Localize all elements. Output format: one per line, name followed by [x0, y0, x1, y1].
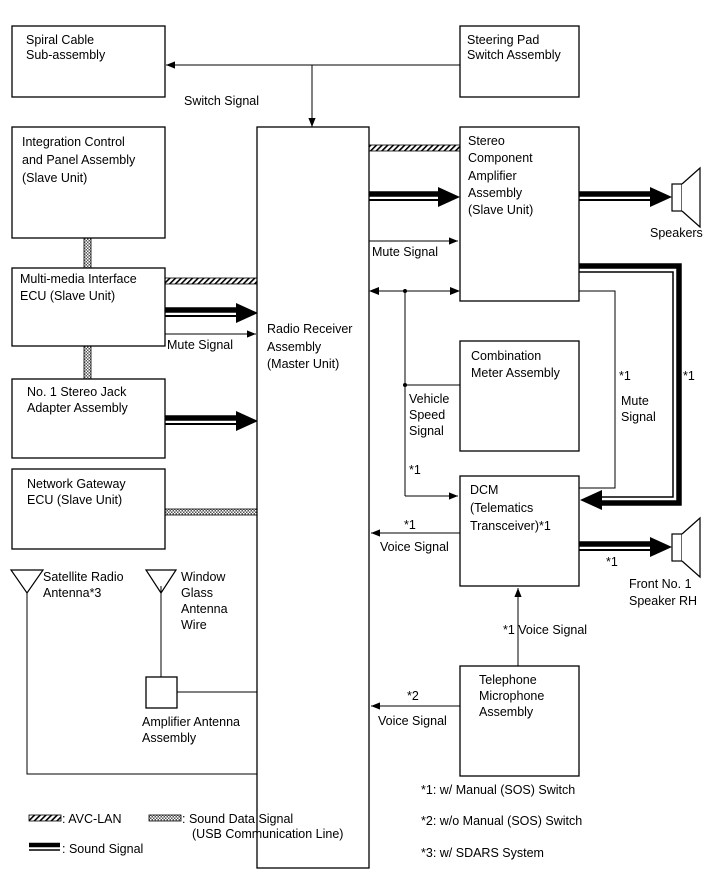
svg-text:Mute Signal: Mute Signal: [167, 338, 233, 352]
svg-text:Wire: Wire: [181, 618, 207, 632]
svg-text:Glass: Glass: [181, 586, 213, 600]
svg-text:: Sound Signal: : Sound Signal: [62, 842, 143, 856]
svg-text:Assembly: Assembly: [267, 340, 322, 354]
svg-text:Mute: Mute: [621, 394, 649, 408]
svg-text:Spiral Cable: Spiral Cable: [26, 33, 94, 47]
steering-pad-block: Steering Pad Switch Assembly: [459, 25, 580, 98]
svg-text:Sub-assembly: Sub-assembly: [26, 48, 106, 62]
telephone-microphone-block: Telephone Microphone Assembly: [459, 665, 580, 777]
svg-text:Window: Window: [181, 570, 226, 584]
svg-text:Antenna*3: Antenna*3: [43, 586, 101, 600]
svg-text:(Slave Unit): (Slave Unit): [468, 203, 533, 217]
svg-text:*1: w/ Manual (SOS) Switch: *1: w/ Manual (SOS) Switch: [421, 783, 575, 797]
spiral-cable-block: Spiral Cable Sub-assembly: [11, 25, 166, 98]
svg-text:ECU (Slave Unit): ECU (Slave Unit): [20, 289, 115, 303]
amplifier-antenna-block: Amplifier Antenna Assembly: [142, 676, 240, 745]
svg-text:*1: *1: [606, 555, 618, 569]
svg-text:Voice Signal: Voice Signal: [380, 540, 449, 554]
svg-text:Mute Signal: Mute Signal: [372, 245, 438, 259]
svg-text:Combination: Combination: [471, 349, 541, 363]
window-glass-antenna-icon: Window Glass Antenna Wire: [144, 569, 228, 632]
svg-text:Integration Control: Integration Control: [22, 135, 125, 149]
svg-text:Voice Signal: Voice Signal: [378, 714, 447, 728]
dcm-block: DCM (Telematics Transceiver)*1: [459, 475, 580, 587]
multimedia-interface-block: Multi-media Interface ECU (Slave Unit): [11, 267, 166, 347]
svg-text:Stereo: Stereo: [468, 134, 505, 148]
svg-text:*1: *1: [683, 369, 695, 383]
svg-text:and Panel Assembly: and Panel Assembly: [22, 153, 136, 167]
svg-text:*3: w/ SDARS System: *3: w/ SDARS System: [421, 846, 544, 860]
front-speaker-rh-icon: Front No. 1 Speaker RH: [629, 516, 701, 608]
legend: : AVC-LAN : Sound Data Signal (USB Commu…: [28, 812, 343, 856]
svg-text:Assembly: Assembly: [468, 186, 523, 200]
svg-text:Microphone: Microphone: [479, 689, 544, 703]
svg-text:Amplifier: Amplifier: [468, 169, 517, 183]
svg-text:*2: *2: [407, 689, 419, 703]
svg-text:Multi-media Interface: Multi-media Interface: [20, 272, 137, 286]
svg-text:(Slave Unit): (Slave Unit): [22, 171, 87, 185]
svg-text:No. 1 Stereo Jack: No. 1 Stereo Jack: [27, 385, 127, 399]
footnotes: *1: w/ Manual (SOS) Switch *2: w/o Manua…: [421, 783, 582, 860]
svg-text:Switch Signal: Switch Signal: [184, 94, 259, 108]
svg-text:Network Gateway: Network Gateway: [27, 477, 126, 491]
svg-text:Speed: Speed: [409, 408, 445, 422]
svg-text:Assembly: Assembly: [142, 731, 197, 745]
svg-text:(USB Communication Line): (USB Communication Line): [192, 827, 343, 841]
svg-text:Vehicle: Vehicle: [409, 392, 449, 406]
svg-text:Adapter Assembly: Adapter Assembly: [27, 401, 128, 415]
svg-text:Antenna: Antenna: [181, 602, 228, 616]
svg-text:Speaker RH: Speaker RH: [629, 594, 697, 608]
svg-text:Amplifier Antenna: Amplifier Antenna: [142, 715, 240, 729]
svg-text:*2: w/o Manual (SOS) Switch: *2: w/o Manual (SOS) Switch: [421, 814, 582, 828]
network-gateway-block: Network Gateway ECU (Slave Unit): [11, 468, 166, 550]
svg-text:*1: *1: [404, 518, 416, 532]
svg-text:Front No. 1: Front No. 1: [629, 577, 692, 591]
svg-text:ECU (Slave Unit): ECU (Slave Unit): [27, 493, 122, 507]
legend-avc-lan-swatch: [28, 814, 62, 822]
svg-text:Speakers: Speakers: [650, 226, 703, 240]
legend-usb-swatch: [148, 814, 182, 822]
svg-text:(Master Unit): (Master Unit): [267, 357, 339, 371]
svg-text:Steering Pad: Steering Pad: [467, 33, 539, 47]
speakers-icon: Speakers: [650, 166, 703, 240]
svg-text:*1: *1: [619, 369, 631, 383]
svg-text:Radio Receiver: Radio Receiver: [267, 322, 352, 336]
svg-text:Telephone: Telephone: [479, 673, 537, 687]
svg-text:Assembly: Assembly: [479, 705, 534, 719]
svg-text:(Telematics: (Telematics: [470, 501, 533, 515]
stereo-jack-block: No. 1 Stereo Jack Adapter Assembly: [11, 378, 166, 459]
svg-text:: Sound Data Signal: : Sound Data Signal: [182, 812, 293, 826]
sound-signal-lines: [165, 187, 682, 557]
thin-signal-lines: [26, 61, 616, 775]
combination-meter-block: Combination Meter Assembly: [459, 340, 580, 452]
svg-text:Transceiver)*1: Transceiver)*1: [470, 519, 551, 533]
svg-text:Satellite Radio: Satellite Radio: [43, 570, 124, 584]
svg-text:: AVC-LAN: : AVC-LAN: [62, 812, 122, 826]
svg-text:DCM: DCM: [470, 483, 498, 497]
svg-text:Component: Component: [468, 151, 533, 165]
signal-labels: Switch Signal Mute Signal Mute Signal Ve…: [167, 94, 695, 728]
svg-text:*1 Voice Signal: *1 Voice Signal: [503, 623, 587, 637]
svg-text:Meter Assembly: Meter Assembly: [471, 366, 561, 380]
stereo-amplifier-block: Stereo Component Amplifier Assembly (Sla…: [459, 126, 580, 302]
radio-receiver-block: Radio Receiver Assembly (Master Unit): [256, 126, 370, 869]
svg-text:Signal: Signal: [621, 410, 656, 424]
satellite-antenna-icon: Satellite Radio Antenna*3: [9, 569, 124, 600]
svg-text:Signal: Signal: [409, 424, 444, 438]
integration-control-block: Integration Control and Panel Assembly (…: [11, 126, 166, 239]
svg-text:Switch Assembly: Switch Assembly: [467, 48, 562, 62]
svg-text:*1: *1: [409, 463, 421, 477]
